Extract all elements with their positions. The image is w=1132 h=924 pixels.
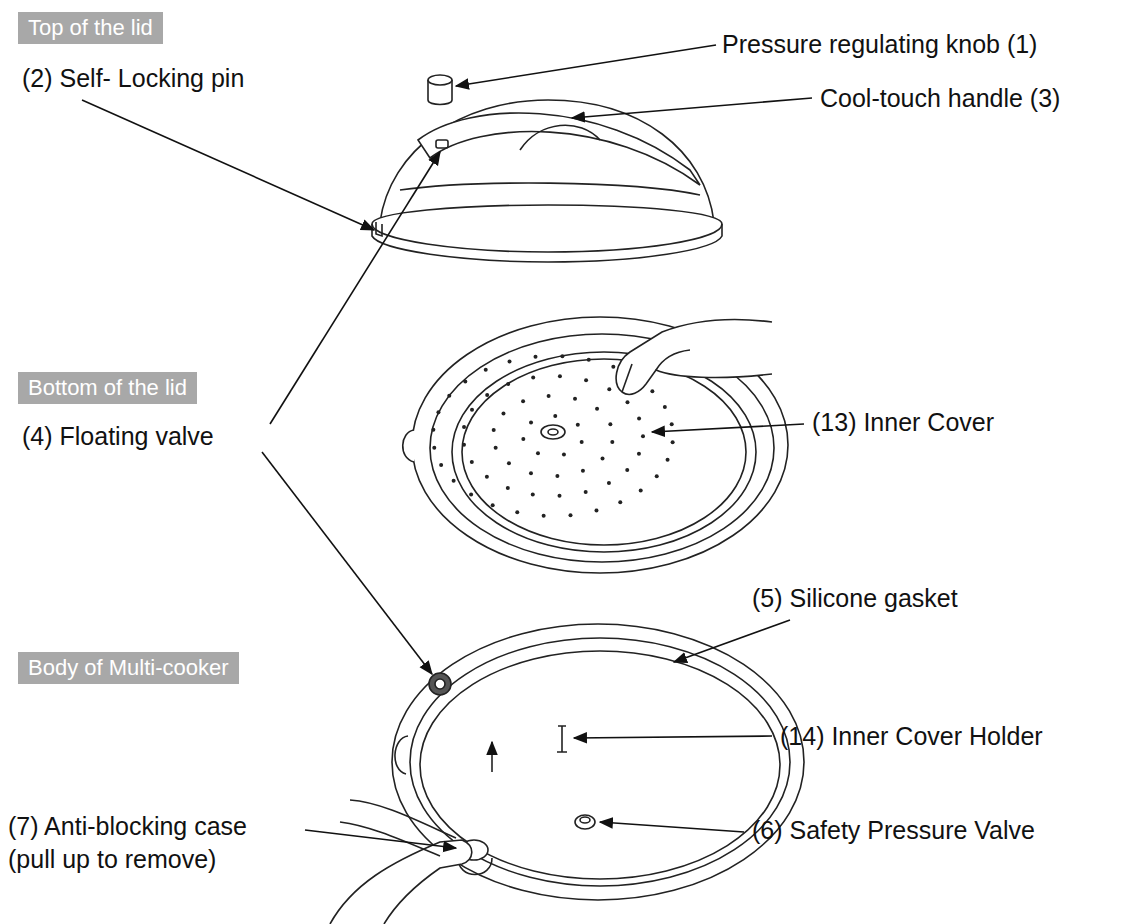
vent-dot [521, 437, 525, 441]
vent-dot [529, 420, 533, 424]
vent-dot [584, 378, 588, 382]
vent-dot [618, 500, 622, 504]
part-label: (4) Floating valve [22, 420, 214, 453]
vent-dot [573, 397, 577, 401]
part-label: (14) Inner Cover Holder [780, 720, 1043, 753]
vent-dot [607, 387, 611, 391]
vent-dot [580, 440, 584, 444]
vent-dot [462, 443, 466, 447]
vent-dot [560, 354, 564, 358]
vent-dot [639, 489, 643, 493]
vent-dot [447, 394, 451, 398]
vent-dot [576, 423, 580, 427]
vent-dot [569, 513, 573, 517]
vent-dot [432, 446, 436, 450]
vent-dot [501, 411, 505, 415]
vent-dot [610, 440, 614, 444]
vent-dot [670, 422, 674, 426]
vent-dot [666, 458, 670, 462]
vent-dot [650, 389, 654, 393]
vent-dot [581, 469, 585, 473]
vent-dot [607, 481, 611, 485]
vent-dot [584, 490, 588, 494]
vent-dot [562, 453, 566, 457]
part-label: (13) Inner Cover [812, 406, 994, 439]
vent-dot [637, 452, 641, 456]
section-band: Body of Multi-cooker [18, 652, 239, 684]
vent-dot [462, 425, 466, 429]
vent-dot [533, 355, 537, 359]
vent-dot [515, 510, 519, 514]
vent-dot [469, 492, 473, 496]
vent-dot [485, 475, 489, 479]
vent-dot [553, 414, 557, 418]
vent-dot [492, 428, 496, 432]
vent-dot [547, 394, 551, 398]
vent-dot [611, 365, 615, 369]
vent-dot [491, 503, 495, 507]
section-band: Top of the lid [18, 12, 163, 44]
vent-dot [555, 474, 559, 478]
vent-dot [508, 359, 512, 363]
vent-dot [506, 382, 510, 386]
vent-dot [439, 463, 443, 467]
part-label: Cool-touch handle (3) [820, 82, 1060, 115]
inner-cover-drawing [403, 317, 788, 573]
vent-dot [542, 514, 546, 518]
part-label: (5) Silicone gasket [752, 582, 958, 615]
vent-dot [531, 375, 535, 379]
vent-dot [529, 471, 533, 475]
vent-dot [671, 440, 675, 444]
vent-dot [531, 492, 535, 496]
vent-dot [494, 446, 498, 450]
vent-dot [507, 461, 511, 465]
vent-dot [655, 474, 659, 478]
vent-dot [452, 479, 456, 483]
vent-dot [608, 422, 612, 426]
vent-dot [663, 405, 667, 409]
lid-top-drawing [372, 75, 722, 262]
part-label: (7) Anti-blocking case (pull up to remov… [8, 810, 300, 875]
vent-dot [625, 468, 629, 472]
part-label: (2) Self- Locking pin [22, 62, 244, 95]
body-drawing [330, 624, 804, 924]
vent-dot [506, 486, 510, 490]
vent-dot [558, 374, 562, 378]
vent-dot [485, 393, 489, 397]
part-label: (6) Safety Pressure Valve [752, 814, 1035, 847]
vent-dot [431, 428, 435, 432]
section-band: Bottom of the lid [18, 372, 197, 404]
vent-dot [625, 400, 629, 404]
vent-dot [595, 407, 599, 411]
vent-dot [594, 509, 598, 513]
part-label: Pressure regulating knob (1) [722, 28, 1037, 61]
vent-dot [521, 399, 525, 403]
vent-dot [641, 434, 645, 438]
vent-dot [436, 410, 440, 414]
vent-dot [470, 408, 474, 412]
vent-dot [558, 494, 562, 498]
section-heading: Body of Multi-cooker [28, 654, 229, 682]
vent-dot [637, 416, 641, 420]
vent-dot [587, 358, 591, 362]
vent-dot [484, 368, 488, 372]
vent-dot [470, 460, 474, 464]
section-heading: Bottom of the lid [28, 374, 187, 402]
section-heading: Top of the lid [28, 14, 153, 42]
vent-dot [601, 457, 605, 461]
vent-dot [463, 379, 467, 383]
vent-dot [536, 451, 540, 455]
